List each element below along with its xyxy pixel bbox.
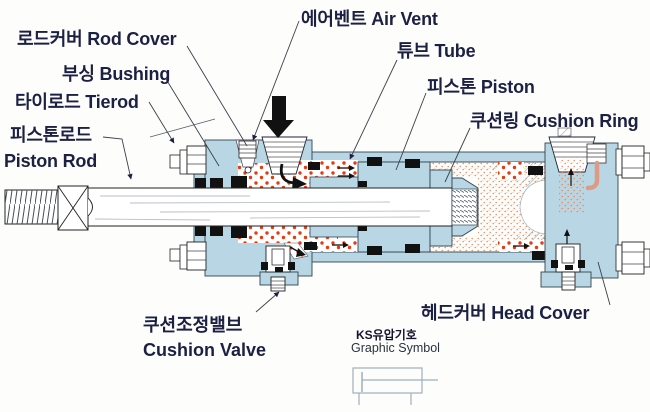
leader-tierod: [148, 101, 175, 144]
label-bushing: 부싱 Bushing: [62, 64, 171, 84]
piston-rod-drawing: [4, 185, 478, 231]
leader-head-cover: [597, 261, 611, 306]
leader-air-vent: [252, 20, 300, 141]
label-piston: 피스톤 Piston: [427, 77, 535, 97]
cushion-valve-drawing: [261, 243, 585, 292]
air-vent-port-drawing: [235, 96, 355, 257]
label-air-vent: 에어벤트 Air Vent: [301, 9, 438, 29]
leader-rod-cover: [186, 45, 248, 147]
leader-piston: [395, 92, 427, 171]
leader-tube: [349, 59, 398, 160]
graphic-symbol-drawing: [352, 367, 438, 405]
label-cushion-valve: 쿠션조정밸브 Cushion Valve: [143, 313, 266, 363]
label-tierod: 타이로드 Tierod: [15, 92, 139, 112]
label-head-cover: 헤드커버 Head Cover: [421, 303, 590, 323]
label-cushion-valve-en: Cushion Valve: [143, 340, 267, 360]
label-piston-rod-en: Piston Rod: [4, 151, 97, 171]
label-ks-symbol-en: Graphic Symbol: [351, 341, 440, 355]
leader-lines: [102, 20, 611, 313]
label-ks-symbol-ko: KS유압기호: [356, 328, 417, 342]
label-cushion-ring: 쿠션링 Cushion Ring: [470, 111, 639, 131]
label-tube: 튜브 Tube: [397, 41, 476, 61]
leader-piston-rod: [102, 136, 133, 180]
leader-cushion-valve: [255, 291, 280, 313]
rod-cover-drawing: [149, 118, 359, 286]
leader-bushing: [165, 78, 220, 167]
label-piston-rod-ko: 피스톤로드: [10, 125, 92, 145]
leader-cushion-ring: [444, 127, 471, 183]
label-rod-cover: 로드커버 Rod Cover: [17, 29, 177, 49]
label-cushion-valve-ko: 쿠션조정밸브: [143, 315, 243, 335]
